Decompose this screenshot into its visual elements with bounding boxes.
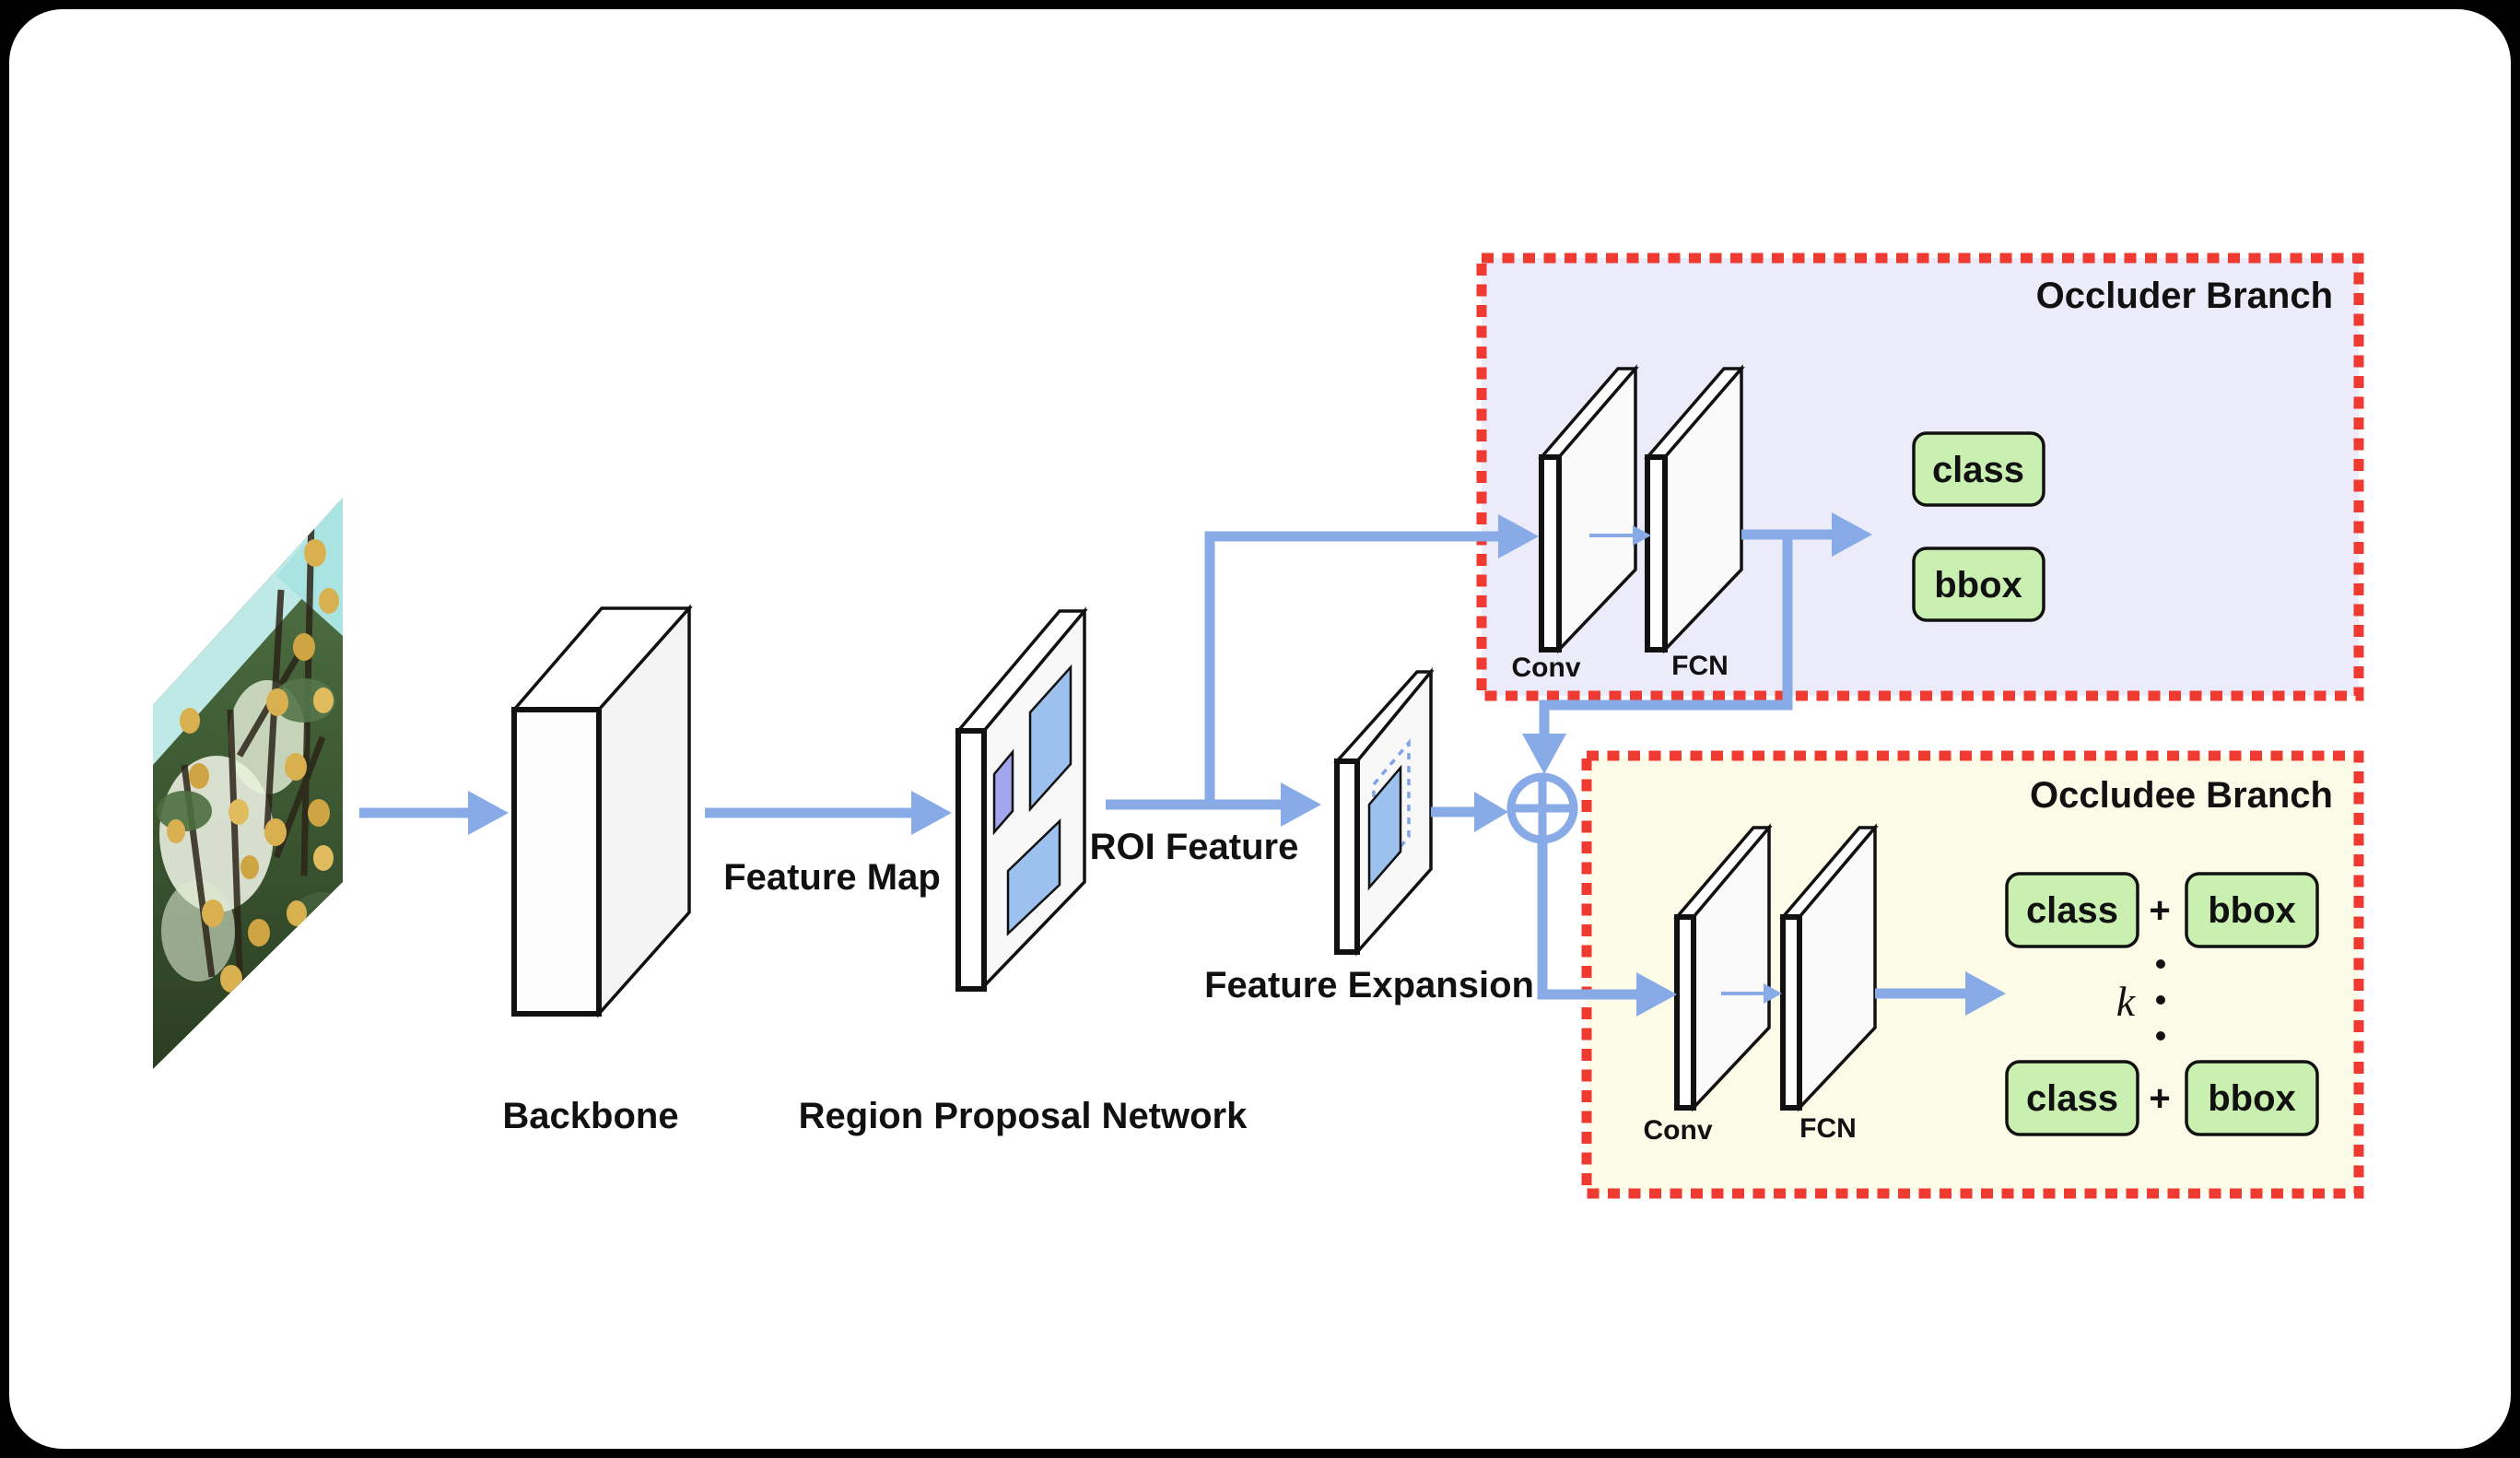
rpn-label: Region Proposal Network — [799, 1096, 1248, 1136]
arrowhead-into-sum — [1522, 734, 1566, 774]
connector-occluder-to-sum — [1539, 535, 1793, 737]
ellipsis-dots — [2156, 959, 2165, 1041]
plus-icon — [1511, 777, 1574, 840]
arrowhead-into-occludee-conv — [1636, 972, 1677, 1017]
arrowhead-into-backbone — [468, 791, 509, 835]
arrowhead-occluder-out — [1832, 512, 1872, 557]
occludee-class-box-top — [2005, 872, 2139, 948]
arrowhead-into-occluder-conv — [1498, 514, 1539, 559]
feature-expansion-label: Feature Expansion — [1204, 965, 1534, 1005]
occluder-class-box — [1912, 431, 2045, 507]
occludee-class-label-bottom: class — [2026, 1078, 2118, 1119]
occluder-conv-label: Conv — [1512, 653, 1581, 683]
arrowhead-expansion-to-sum — [1474, 792, 1508, 832]
occludee-conv-slab — [1673, 823, 1773, 1112]
occluder-fcn-slab — [1644, 364, 1745, 654]
occludee-fcn-label: FCN — [1799, 1113, 1857, 1144]
occludee-bbox-label-top: bbox — [2208, 890, 2296, 931]
arrow-heads — [468, 512, 2006, 1017]
fruit-dots — [167, 539, 339, 1010]
arrowhead-into-rpn — [911, 791, 952, 835]
roi-rect — [1367, 764, 1402, 891]
arrowhead-occludee-fcn — [1764, 983, 1782, 1004]
k-proposals-label: k — [2116, 978, 2137, 1025]
occluder-fcn-label: FCN — [1671, 651, 1729, 681]
thin-arrow-heads — [1633, 525, 1782, 1004]
page-card — [9, 9, 2511, 1449]
connector-sum-to-occludee — [1537, 840, 1640, 1000]
rpn-panel — [955, 606, 1088, 992]
proposal-rect-top — [1028, 664, 1072, 813]
backbone-block — [510, 604, 693, 1018]
connectors — [359, 529, 1970, 1000]
arrowhead-occludee-out — [1965, 971, 2006, 1016]
anchor-rect-small — [992, 748, 1014, 836]
arrowhead-occluder-fcn — [1633, 525, 1651, 546]
occluder-conv-slab — [1538, 364, 1639, 654]
arrowhead-into-expansion — [1281, 782, 1321, 827]
feature-map-label: Feature Map — [723, 857, 941, 898]
connector-roi-to-occluder — [1204, 531, 1500, 805]
plus-sign-top: + — [2149, 890, 2170, 931]
roi-feature-label: ROI Feature — [1090, 827, 1299, 867]
sum-operator — [1506, 772, 1578, 844]
occluder-bbox-label: bbox — [1934, 565, 2022, 606]
occludee-bbox-label-bottom: bbox — [2208, 1078, 2296, 1119]
occluder-branch-title: Occluder Branch — [2036, 276, 2333, 316]
occludee-bbox-box-top — [2185, 872, 2319, 948]
occludee-bbox-box-bottom — [2185, 1060, 2319, 1136]
proposal-rect-bottom — [1006, 818, 1061, 936]
occluder-bbox-box — [1912, 547, 2045, 622]
thin-arrows — [1589, 534, 1767, 995]
occludee-class-box-bottom — [2005, 1060, 2139, 1136]
occludee-class-label-top: class — [2026, 890, 2118, 931]
backbone-label: Backbone — [502, 1096, 678, 1136]
feature-expansion-panel — [1333, 667, 1435, 957]
occludee-fcn-slab — [1779, 823, 1879, 1112]
plus-sign-bottom: + — [2149, 1078, 2170, 1119]
occludee-branch-title: Occludee Branch — [2030, 775, 2333, 816]
occluder-class-label: class — [1932, 450, 2024, 490]
occludee-conv-label: Conv — [1644, 1115, 1713, 1146]
